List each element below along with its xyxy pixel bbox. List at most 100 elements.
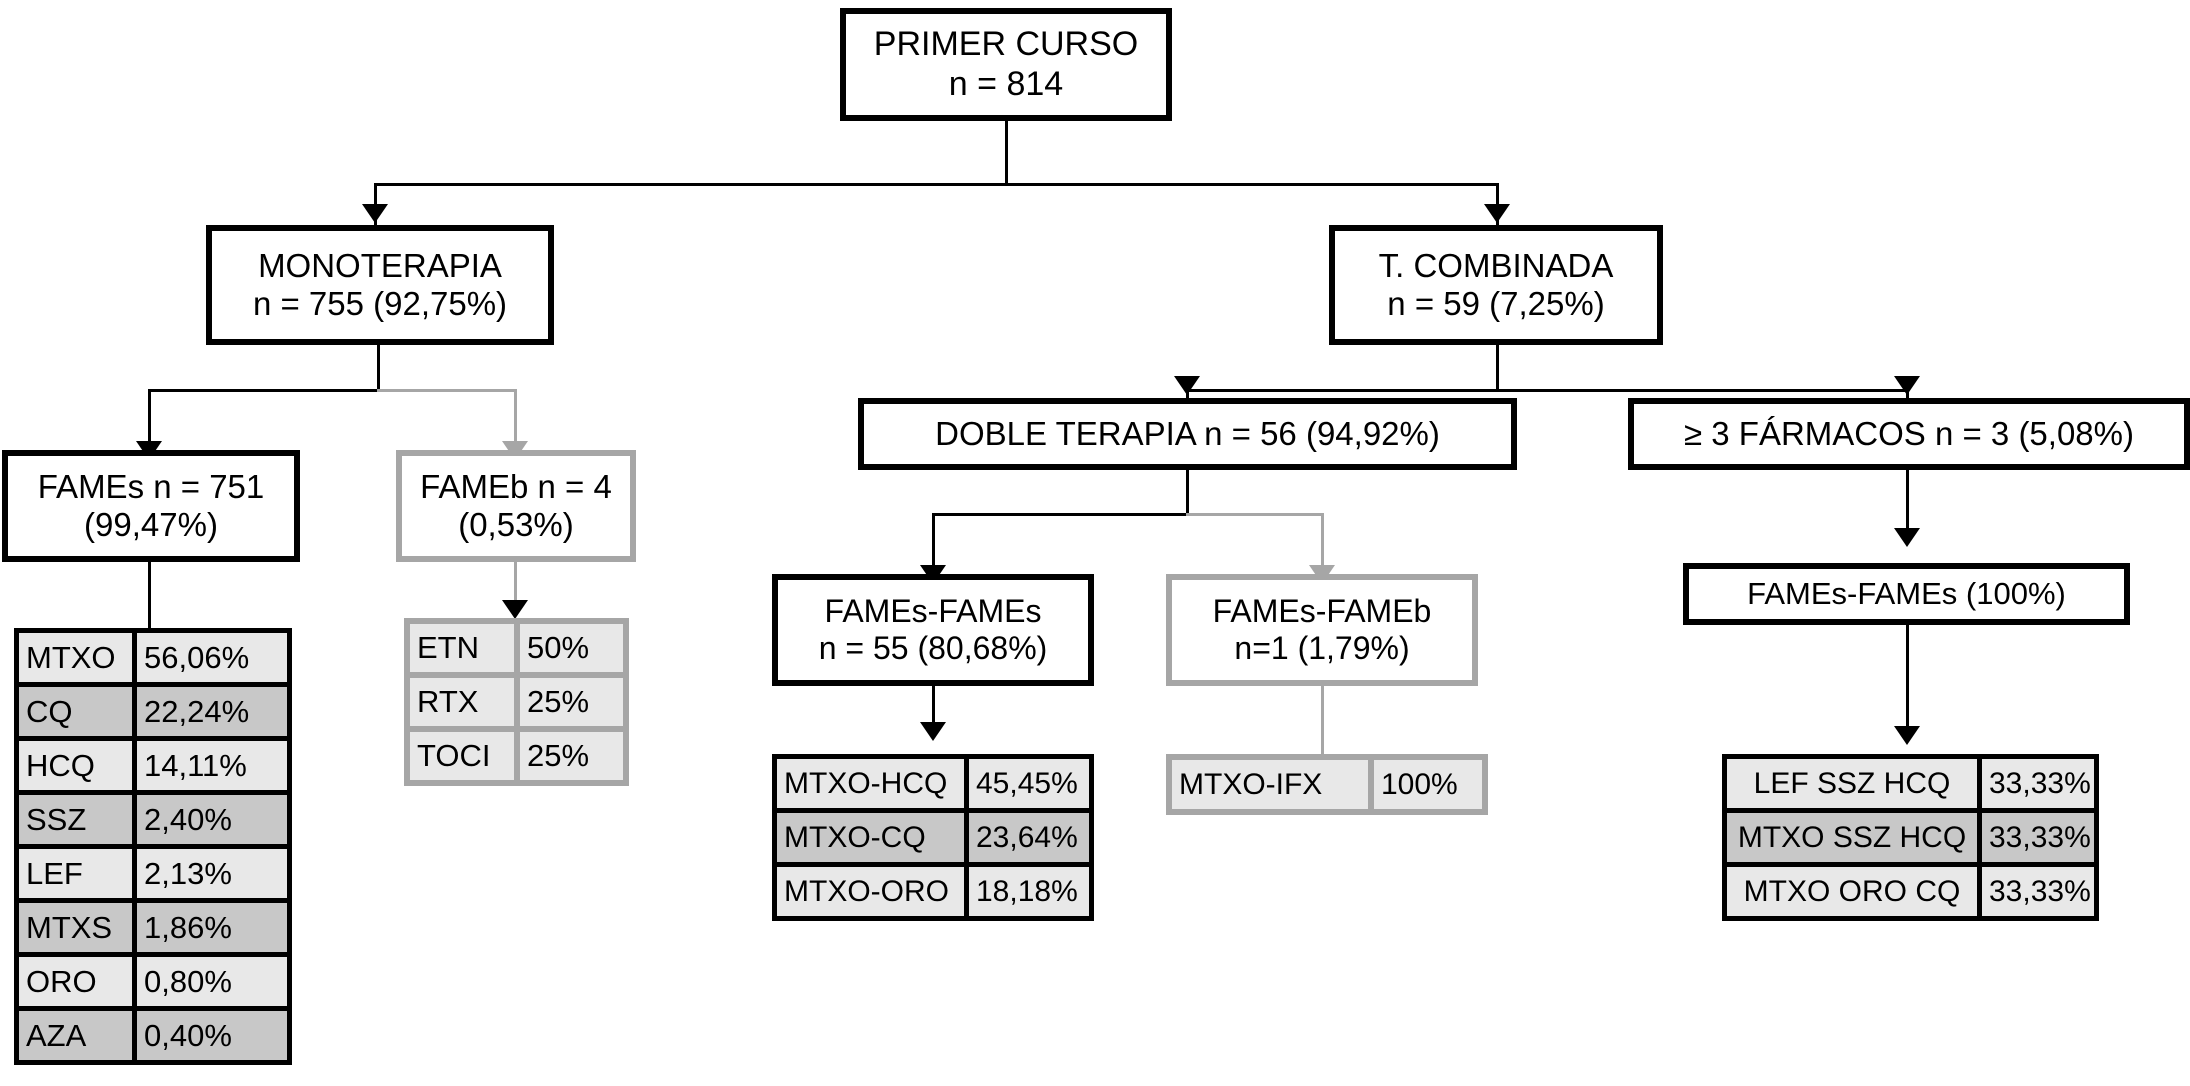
connector-comb-bar: [1186, 389, 1909, 392]
node-fames-monoterapia-line1: FAMEs n = 751: [37, 467, 265, 505]
cell-percentage: 100%: [1374, 760, 1482, 809]
cell-drug: MTXO-ORO: [777, 867, 964, 916]
node-primer-curso-line1: PRIMER CURSO: [873, 25, 1139, 64]
node-fames-fameb-doble-line1: FAMEs-FAMEb: [1212, 592, 1432, 629]
connector-doble-stem: [1186, 470, 1189, 515]
node-terapia-combinada-line1: T. COMBINADA: [1378, 246, 1614, 284]
cell-percentage: 2,13%: [137, 849, 287, 898]
arrowhead-comb: [1484, 204, 1510, 223]
cell-percentage: 1,86%: [137, 903, 287, 952]
cell-percentage: 33,33%: [1982, 759, 2094, 808]
node-fames-fames-100[interactable]: FAMEs-FAMEs (100%): [1683, 563, 2130, 625]
cell-percentage: 25%: [520, 732, 623, 780]
node-fames-fameb-doble-line2: n=1 (1,79%): [1234, 630, 1410, 666]
node-fames-fames-doble-line2: n = 55 (80,68%): [818, 630, 1048, 666]
node-tres-farmacos[interactable]: ≥ 3 FÁRMACOS n = 3 (5,08%): [1628, 398, 2190, 470]
node-fames-fameb-doble[interactable]: FAMEs-FAMEb n=1 (1,79%): [1166, 574, 1478, 686]
node-doble-terapia[interactable]: DOBLE TERAPIA n = 56 (94,92%): [858, 398, 1517, 470]
connector-mono-bar-right: [377, 389, 517, 392]
cell-drug: MTXO-IFX: [1172, 760, 1368, 809]
connector-mono-bar-left: [148, 389, 380, 392]
connector-doble-to-fsfb: [1321, 513, 1324, 575]
node-primer-curso-line2: n = 814: [948, 64, 1064, 103]
cell-drug: HCQ: [19, 741, 132, 790]
cell-drug: SSZ: [19, 795, 132, 844]
connector-mono-to-fames: [148, 389, 151, 451]
cell-percentage: 14,11%: [137, 741, 287, 790]
cell-percentage: 23,64%: [969, 813, 1089, 862]
cell-drug: CQ: [19, 687, 132, 736]
node-monoterapia[interactable]: MONOTERAPIA n = 755 (92,75%): [206, 225, 554, 345]
node-terapia-combinada[interactable]: T. COMBINADA n = 59 (7,25%): [1329, 225, 1663, 345]
cell-drug: LEF: [19, 849, 132, 898]
cell-drug: ETN: [410, 624, 514, 672]
arrowhead-fameb-table: [502, 600, 528, 619]
node-terapia-combinada-line2: n = 59 (7,25%): [1387, 285, 1605, 322]
arrowhead-triple-table: [1894, 726, 1920, 745]
arrowhead-doble: [1174, 376, 1200, 395]
connector-fsfb-to-table: [1321, 686, 1324, 754]
connector-root-bar: [374, 183, 1499, 186]
cell-percentage: 18,18%: [969, 867, 1089, 916]
cell-percentage: 25%: [520, 678, 623, 726]
cell-percentage: 56,06%: [137, 633, 287, 682]
node-fames-monoterapia-line2: (99,47%): [84, 506, 218, 543]
cell-percentage: 22,24%: [137, 687, 287, 736]
connector-tres-to-fsfs100: [1906, 470, 1909, 538]
cell-drug: LEF SSZ HCQ: [1727, 759, 1977, 808]
node-fameb-monoterapia[interactable]: FAMEb n = 4 (0,53%): [396, 450, 636, 562]
cell-drug: ORO: [19, 957, 132, 1006]
cell-percentage: 45,45%: [969, 759, 1089, 808]
connector-mono-stem: [377, 345, 380, 390]
node-fames-monoterapia[interactable]: FAMEs n = 751 (99,47%): [2, 450, 300, 562]
connector-doble-bar-right: [1186, 513, 1324, 516]
node-doble-terapia-label: DOBLE TERAPIA n = 56 (94,92%): [935, 414, 1440, 452]
cell-drug: MTXO-HCQ: [777, 759, 964, 808]
arrowhead-fsfs100: [1894, 528, 1920, 547]
cell-drug: MTXO-CQ: [777, 813, 964, 862]
arrowhead-mono: [362, 204, 388, 223]
connector-fames-to-table: [148, 562, 151, 630]
node-fames-fames-100-label: FAMEs-FAMEs (100%): [1747, 576, 2066, 612]
node-fames-fames-doble[interactable]: FAMEs-FAMEs n = 55 (80,68%): [772, 574, 1094, 686]
cell-drug: MTXO: [19, 633, 132, 682]
node-primer-curso[interactable]: PRIMER CURSO n = 814: [840, 8, 1172, 121]
connector-root-stem: [1005, 120, 1008, 185]
cell-percentage: 33,33%: [1982, 867, 2094, 916]
cell-drug: MTXO SSZ HCQ: [1727, 813, 1977, 862]
node-monoterapia-line1: MONOTERAPIA: [258, 246, 502, 284]
cell-drug: MTXS: [19, 903, 132, 952]
cell-drug: MTXO ORO CQ: [1727, 867, 1977, 916]
cell-drug: TOCI: [410, 732, 514, 780]
connector-fsfs100-to-table: [1906, 625, 1909, 737]
node-fameb-monoterapia-line2: (0,53%): [458, 506, 574, 543]
connector-fsfs-to-table: [932, 686, 935, 734]
cell-drug: RTX: [410, 678, 514, 726]
connector-comb-stem: [1496, 345, 1499, 390]
node-fames-fames-doble-line1: FAMEs-FAMEs: [824, 592, 1042, 629]
